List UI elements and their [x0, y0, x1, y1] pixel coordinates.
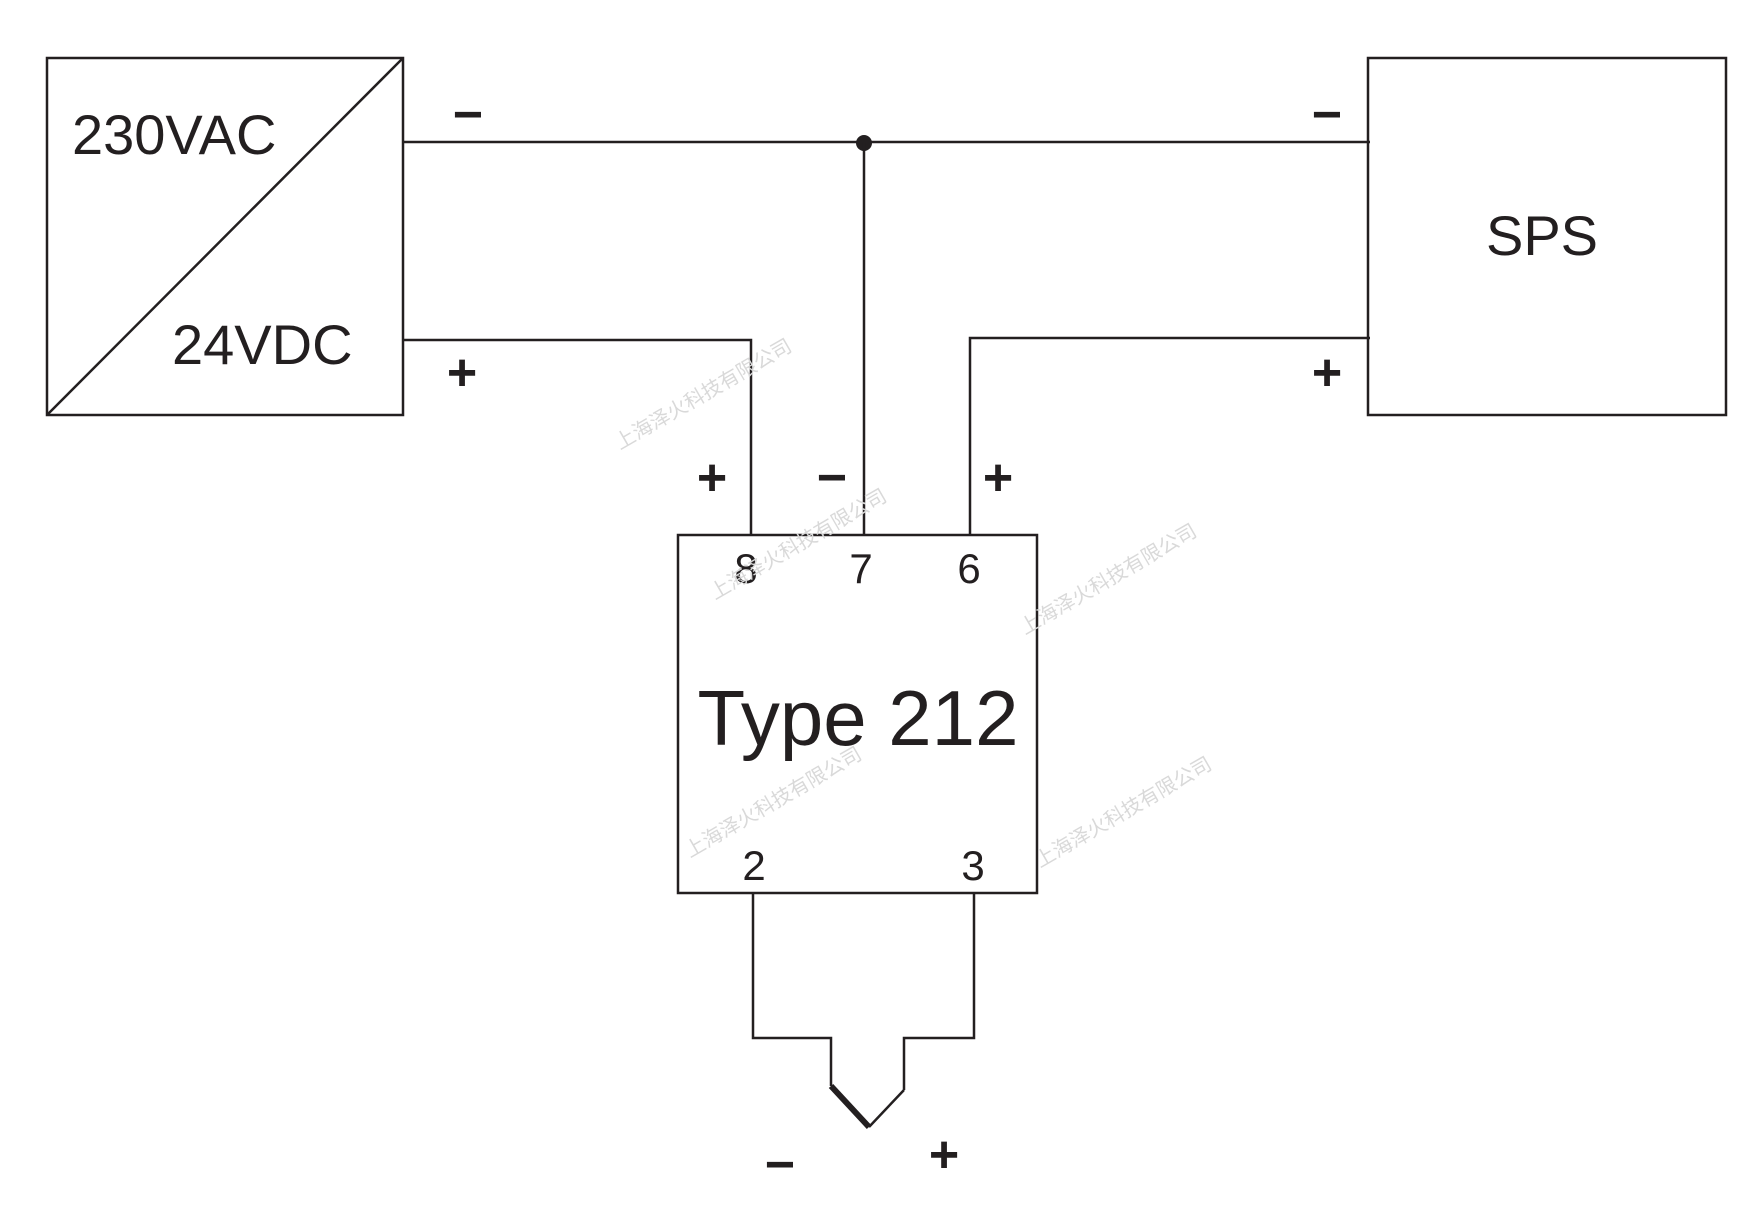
power-supply-output-label: 24VDC: [172, 313, 353, 376]
transmitter: Type 212 8 7 6 2 3: [676, 533, 1039, 895]
plc-box: [1366, 56, 1728, 417]
supply-plus-sign: +: [447, 344, 477, 402]
sensor-plus-sign: +: [929, 1126, 959, 1184]
pin-7-label: 7: [849, 545, 872, 592]
pin-6-label: 6: [957, 545, 980, 592]
thermocouple-positive-leg: [868, 1089, 905, 1128]
sensor-minus-sign: −: [765, 1136, 795, 1194]
plc-minus-sign: −: [1312, 86, 1342, 144]
transmitter-box: [676, 533, 1039, 895]
sensor-positive-wire: [902, 893, 976, 1090]
watermark-5: 上海泽火科技有限公司: [1031, 752, 1216, 873]
pin-3-label: 3: [961, 842, 984, 889]
pin-8-plus-sign: +: [697, 449, 727, 507]
pin-6-plus-sign: +: [983, 449, 1013, 507]
plc-positive-wire: [968, 336, 1370, 535]
pin-7-minus-sign: −: [817, 449, 847, 507]
plc-label: SPS: [1486, 204, 1598, 267]
supply-minus-sign: −: [453, 86, 483, 144]
supply-positive-wire: [403, 338, 753, 535]
thermocouple-negative-leg: [828, 1083, 872, 1130]
polarity-markings: − − + + + − + − +: [447, 86, 1342, 1194]
plc-plus-sign: +: [1312, 344, 1342, 402]
sensor-negative-wire: [751, 893, 833, 1086]
transmitter-label: Type 212: [698, 674, 1019, 762]
power-supply-input-label: 230VAC: [72, 103, 276, 166]
thermocouple-icon: [828, 1083, 905, 1130]
power-supply: 230VAC 24VDC: [45, 56, 405, 417]
watermark-1: 上海泽火科技有限公司: [611, 334, 796, 455]
converter-diagonal: [46, 57, 404, 416]
watermark-3: 上海泽火科技有限公司: [1016, 519, 1201, 640]
plc: SPS: [1366, 56, 1728, 417]
pin-2-label: 2: [742, 842, 765, 889]
wires: [403, 135, 1370, 1090]
pin-8-label: 8: [734, 545, 757, 592]
